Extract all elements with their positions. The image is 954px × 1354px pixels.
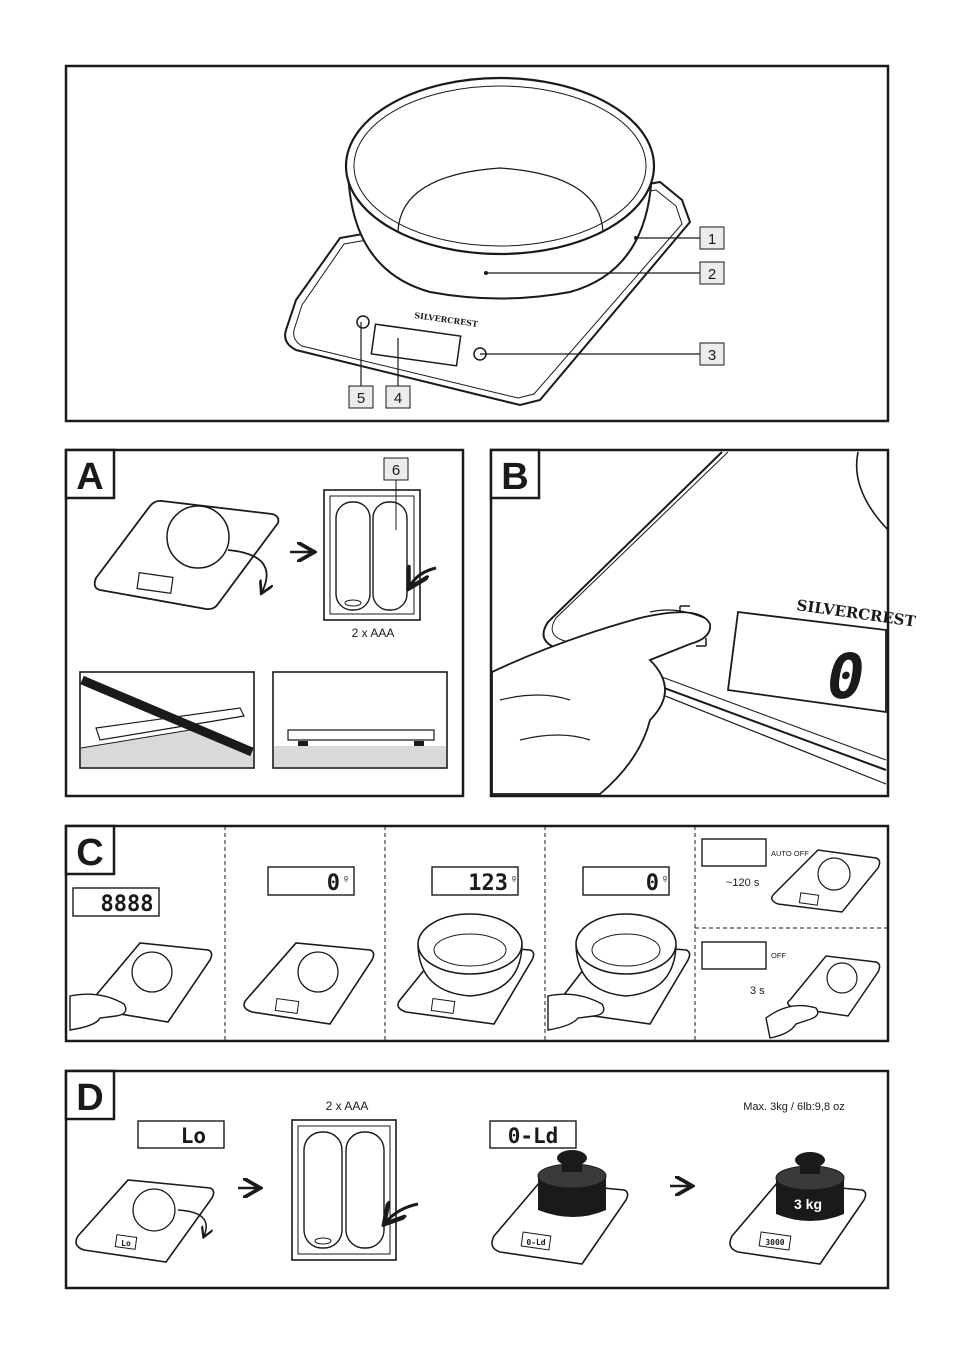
panel-c-step-3: 123 g (397, 866, 535, 1025)
panel-a-battery-compartment (323, 489, 437, 621)
panel-c-display-3: 123 (468, 871, 508, 896)
panel-b-display: 0 (726, 610, 887, 714)
panel-d-overload-display: 0-Ld (508, 1124, 559, 1148)
panel-d-battery-label: 2 x AAA (326, 1099, 369, 1113)
panel-c-display-4: 0 (646, 871, 659, 896)
panel-c-display-2: 0 (327, 871, 340, 896)
panel-c-step-2: 0 g (243, 866, 375, 1025)
svg-text:6: 6 (392, 462, 400, 479)
panel-c-off: OFF 3 s (701, 941, 881, 1039)
svg-text:1: 1 (708, 231, 716, 248)
panel-d-weight-2: 3 kg (775, 1152, 845, 1221)
svg-text:4: 4 (394, 390, 402, 407)
callout-1: 1 (699, 226, 725, 250)
panel-a-scale (93, 499, 280, 611)
panel-b-letter: B (501, 456, 528, 498)
panel-a-flat-surface (272, 671, 448, 769)
panel-d-small-display-2: 0-Ld (526, 1238, 545, 1247)
callout-2: 2 (699, 261, 725, 285)
panel-d-letter: D (76, 1077, 103, 1119)
panel-d-small-display-3: 3000 (765, 1238, 784, 1247)
panel-a-battery-label: 2 x AAA (352, 626, 395, 640)
panel-a-letter: A (76, 456, 103, 498)
panel-d-small-display-1: Lo (121, 1239, 131, 1248)
panel-c-auto-off-label: AUTO OFF (771, 849, 809, 858)
panel-c-blank-display-1 (701, 838, 767, 867)
overview-display (370, 323, 462, 367)
svg-text:5: 5 (357, 390, 365, 407)
panel-c: C 8888 0 g 123 g (64, 824, 890, 1043)
panel-d-max-load: 3000 3 kg (729, 1152, 867, 1265)
panel-d-max-label: Max. 3kg / 6lb:9,8 oz (743, 1101, 845, 1113)
panel-b-hand (491, 609, 712, 795)
panel-c-off-label: OFF (771, 951, 786, 960)
panel-d-battery-compartment (291, 1119, 419, 1261)
panel-c-blank-display-2 (701, 941, 767, 970)
callout-4: 4 (385, 385, 411, 409)
svg-text:3: 3 (708, 347, 716, 364)
panel-c-display-1: 8888 (101, 892, 154, 917)
panel-d-overload: 0-Ld 0-Ld (489, 1120, 629, 1265)
panel-d: D Lo Lo 2 x AAA 0-Ld 0-Ld (64, 1069, 890, 1290)
callout-6: 6 (383, 457, 409, 481)
panel-d-weight-label: 3 kg (794, 1196, 822, 1212)
panel-c-auto-off-time: ~120 s (726, 877, 760, 889)
panel-a: A 6 2 x AAA (64, 448, 465, 798)
panel-c-unit-2: g (344, 875, 348, 882)
panel-c-unit-3: g (512, 875, 516, 882)
panel-c-letter: C (76, 832, 103, 874)
panel-c-step-1: 8888 (69, 887, 213, 1031)
panel-c-step-4: 0 g (547, 866, 691, 1031)
svg-text:2: 2 (708, 266, 716, 283)
callout-5: 5 (348, 385, 374, 409)
overview-tare-button (356, 315, 370, 329)
overview-panel: SILVERCREST 1 2 3 4 5 (64, 64, 890, 423)
overview-bowl (344, 76, 656, 300)
panel-b-power-button-icon (679, 605, 707, 647)
panel-a-uneven-surface (79, 671, 255, 769)
panel-c-unit-4: g (663, 875, 667, 882)
panel-d-weight-1 (537, 1150, 607, 1217)
callout-3: 3 (699, 342, 725, 366)
panel-c-auto-off: AUTO OFF ~120 s (701, 838, 881, 913)
panel-d-low-display: Lo (181, 1124, 206, 1148)
panel-d-low-battery: Lo Lo (75, 1120, 225, 1263)
panel-c-off-time: 3 s (750, 985, 765, 997)
panel-b: B 0 SILVERCREST (489, 448, 918, 798)
